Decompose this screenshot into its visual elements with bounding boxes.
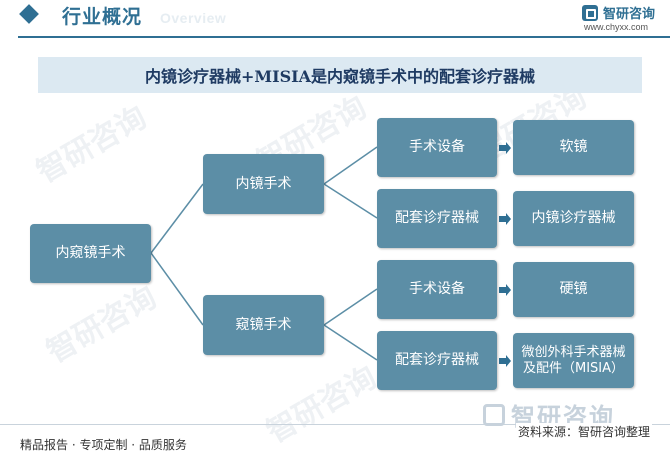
header-divider <box>18 36 670 38</box>
arrow-right-icon <box>499 355 511 367</box>
node-branch: 内镜手术 <box>203 154 324 214</box>
logo-mark-icon <box>483 403 505 426</box>
brand-url: www.chyxx.com <box>584 22 649 32</box>
node-root: 内窥镜手术 <box>30 224 151 283</box>
brand-logo-icon <box>582 4 598 21</box>
node-category: 配套诊疗器械 <box>377 331 497 390</box>
brand-name: 智研咨询 <box>603 7 656 22</box>
node-category: 配套诊疗器械 <box>377 189 497 248</box>
node-category: 手术设备 <box>377 118 497 177</box>
arrow-right-icon <box>499 142 511 154</box>
brand: 智研咨询 <box>582 3 655 22</box>
connector-line <box>323 288 378 326</box>
node-branch: 窥镜手术 <box>203 295 324 355</box>
node-leaf: 软镜 <box>513 120 634 175</box>
section-title: 行业概况 <box>62 6 143 28</box>
arrow-right-icon <box>499 284 511 296</box>
connector-line <box>150 252 204 326</box>
diagram-title: 内镜诊疗器械+MISIA是内窥镜手术中的配套诊疗器械 <box>144 67 536 86</box>
footer-services: 精品报告 · 专项定制 · 品质服务 <box>20 438 187 452</box>
connector-line <box>323 146 378 185</box>
node-leaf: 内镜诊疗器械 <box>513 191 634 246</box>
arrow-right-icon <box>499 213 511 225</box>
title-box: 内镜诊疗器械+MISIA是内窥镜手术中的配套诊疗器械 <box>38 57 642 93</box>
node-category: 手术设备 <box>377 260 497 319</box>
connector-line <box>323 324 378 361</box>
node-leaf: 硬镜 <box>513 262 634 317</box>
connector-line <box>150 183 204 254</box>
node-leaf: 微创外科手术器械及配件（MISIA） <box>513 333 634 388</box>
footer-divider <box>0 424 670 425</box>
connector-line <box>323 183 378 219</box>
header: 行业概况 Overview 智研咨询 www.chyxx.com <box>0 0 670 36</box>
source-note: 资料来源：智研咨询整理 <box>516 423 653 440</box>
section-subtitle: Overview <box>160 10 227 26</box>
